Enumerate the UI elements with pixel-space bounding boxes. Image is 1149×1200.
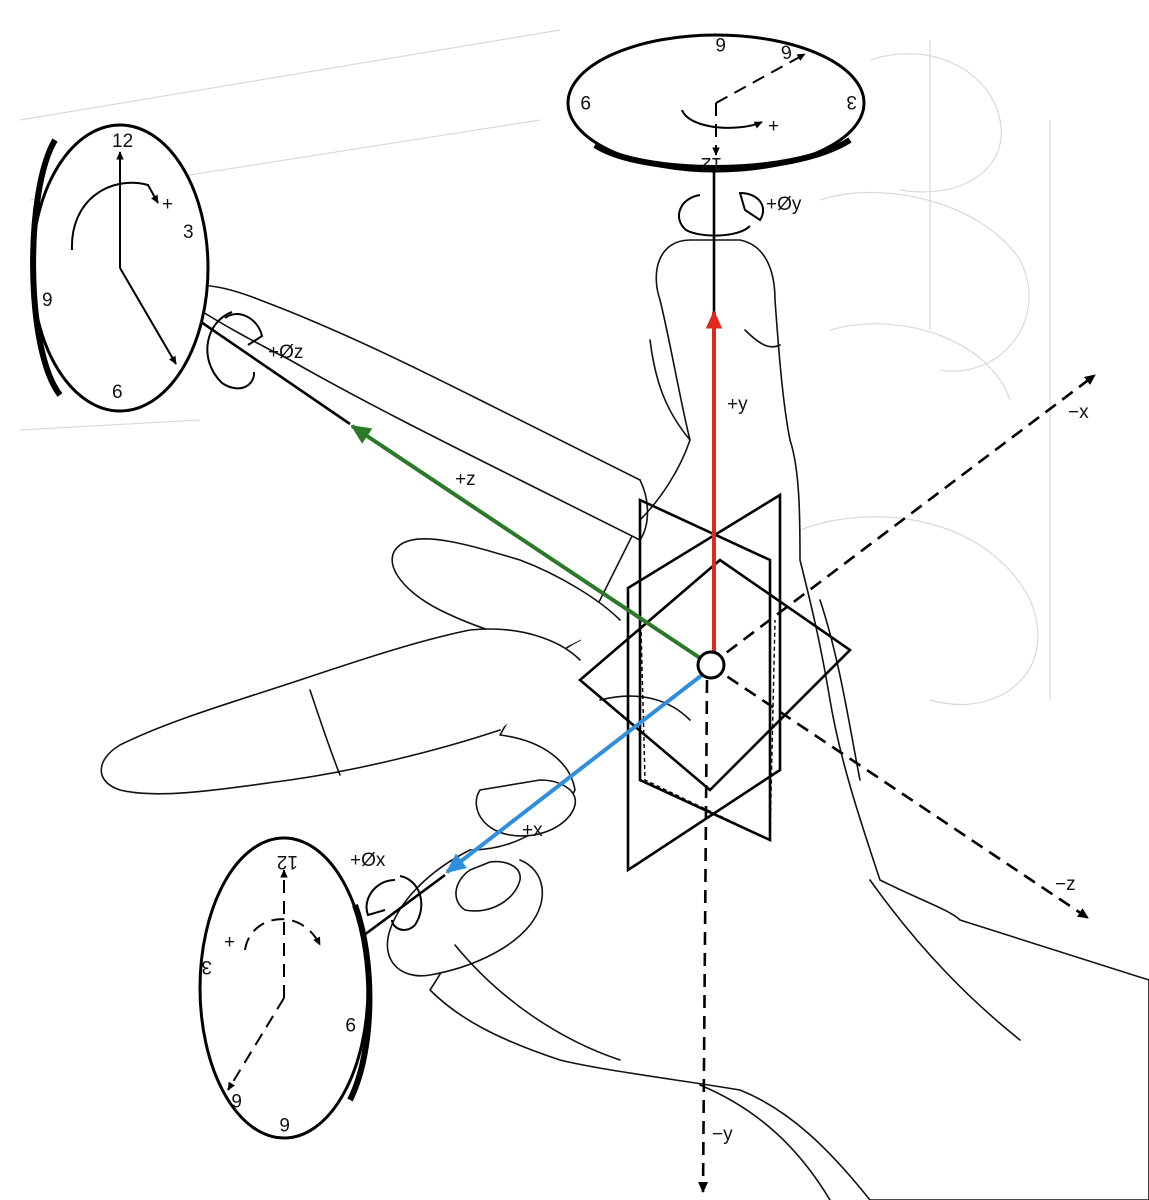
y-rotation-dial: 6 6 9 3 12 + xyxy=(566,33,866,174)
z-dial-12: 12 xyxy=(112,131,133,152)
pos-x-label: +x xyxy=(522,820,543,841)
index-finger xyxy=(183,284,641,541)
x-rotation-curl: +Øx xyxy=(350,850,423,931)
origin-planes xyxy=(577,492,853,873)
rot-x-label: +Øx xyxy=(350,850,386,871)
neg-z-axis xyxy=(709,663,1089,920)
folded-finger xyxy=(100,628,581,795)
y-dial-rim xyxy=(593,137,852,171)
z-rotation-curl: +Øz xyxy=(206,311,303,390)
z-rotation-dial: 12 3 6 9 + xyxy=(30,123,210,413)
pos-x-axis xyxy=(445,673,704,874)
neg-y-axis xyxy=(698,679,709,1193)
x-dial-5: 6 xyxy=(231,1089,242,1110)
yz-plane xyxy=(626,492,782,873)
xy-plane xyxy=(638,497,772,843)
neg-x-label: −x xyxy=(1068,402,1089,423)
rot-z-label: +Øz xyxy=(268,342,303,363)
pos-z-label: +z xyxy=(455,469,476,490)
x-dial-12: 12 xyxy=(277,851,298,872)
middle-finger xyxy=(655,239,791,441)
x-dial-3: 3 xyxy=(201,956,212,977)
z-dial-plus: + xyxy=(162,194,173,215)
neg-x-axis xyxy=(709,373,1096,667)
y-dial-5: 6 xyxy=(779,40,793,63)
ring-finger xyxy=(391,538,621,651)
origin-point xyxy=(696,650,726,680)
y-rotation-curl: +Øy xyxy=(678,191,802,237)
y-dial-12: 12 xyxy=(701,153,722,174)
x-dial-9: 9 xyxy=(345,1013,356,1034)
z-dial-6: 6 xyxy=(112,382,123,403)
xz-plane xyxy=(577,558,853,792)
z-dial-9: 9 xyxy=(42,290,53,311)
pos-y-label: +y xyxy=(727,394,748,415)
rot-y-label: +Øy xyxy=(766,194,802,215)
y-dial-plus: + xyxy=(768,116,779,137)
thumb-nail xyxy=(455,860,521,912)
x-dial-plus: + xyxy=(224,932,235,953)
pos-z-axis xyxy=(350,424,702,660)
palm xyxy=(429,299,1149,1200)
z-dial-3: 3 xyxy=(183,222,194,243)
z-dial-rim xyxy=(30,138,63,397)
x-dial-6: 6 xyxy=(279,1113,290,1134)
hidden-edges xyxy=(639,589,776,842)
y-dial-3: 3 xyxy=(846,91,857,112)
x-dial-rim xyxy=(347,903,373,1102)
x-rotation-dial: 12 3 6 9 6 + xyxy=(198,836,373,1140)
y-dial-6: 6 xyxy=(715,33,726,54)
neg-z-label: −z xyxy=(1055,874,1076,895)
neg-y-label: −y xyxy=(712,1124,733,1145)
y-dial-9: 9 xyxy=(580,91,591,112)
